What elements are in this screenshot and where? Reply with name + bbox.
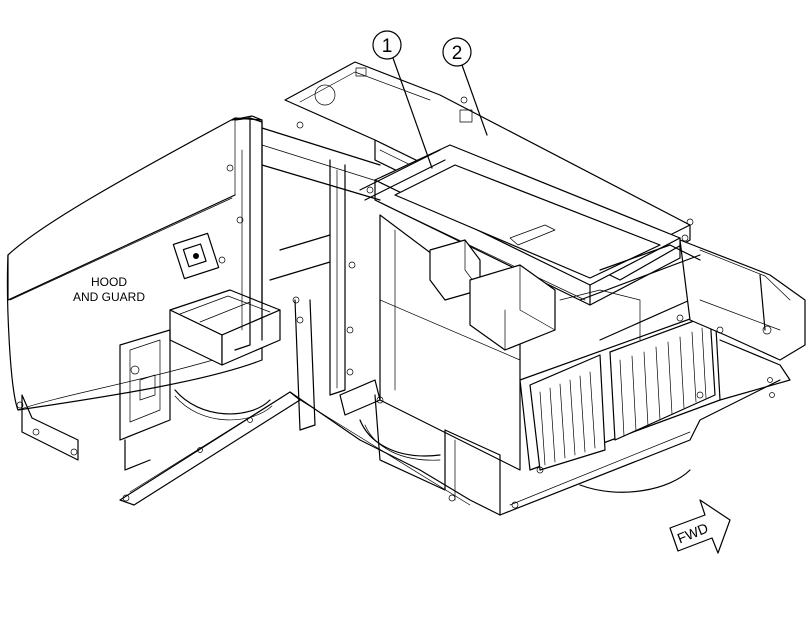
callout-1-number: 1 bbox=[382, 36, 393, 57]
cooler-core-assembly bbox=[359, 144, 694, 306]
frame-posts bbox=[234, 117, 381, 431]
engine-enclosure bbox=[374, 214, 556, 516]
hood-label-line-2: AND GUARD bbox=[73, 290, 145, 304]
callout-2: 2 bbox=[442, 37, 488, 136]
hood-label-line-1: HOOD bbox=[91, 275, 127, 289]
hoses bbox=[174, 389, 691, 493]
left-mount-assembly bbox=[119, 289, 281, 471]
lower-frame-rails bbox=[119, 379, 781, 516]
hood-and-guard-label: HOOD AND GUARD bbox=[73, 275, 145, 304]
forward-arrow: FWD bbox=[669, 499, 731, 554]
hood-and-guard-panel bbox=[6, 115, 263, 461]
callout-1: 1 bbox=[372, 30, 433, 169]
right-side-bracket bbox=[579, 239, 806, 401]
grille-louvers bbox=[539, 327, 707, 466]
callout-2-number: 2 bbox=[452, 43, 463, 64]
